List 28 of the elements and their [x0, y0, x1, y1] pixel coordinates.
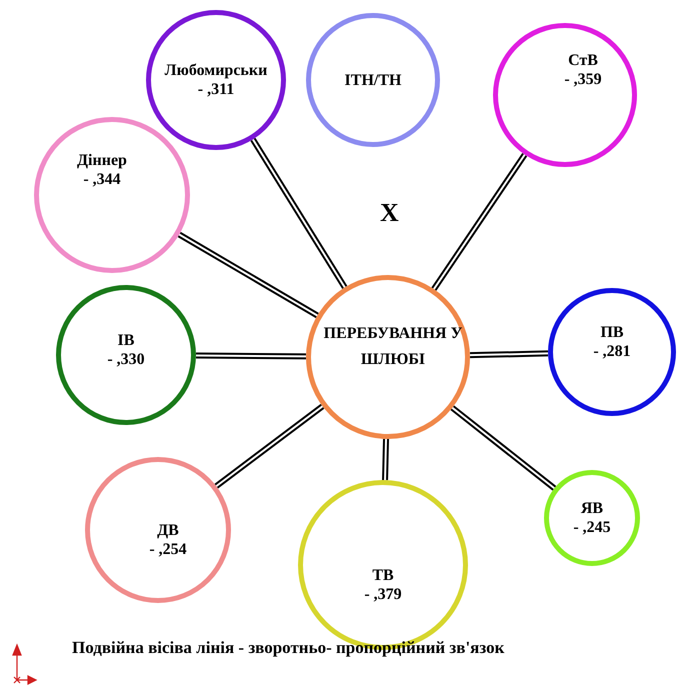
legend-note: Подвійна вісіва лінія - зворотньо- пропорційний зв'язок — [72, 638, 504, 658]
node-label: ІВ — [118, 331, 134, 350]
node-value: - ,311 — [198, 80, 234, 99]
node-value: - ,379 — [364, 585, 402, 604]
variable-label: X — [380, 198, 399, 228]
double-line-connector — [214, 404, 324, 489]
node-label: Любомирськи — [164, 61, 268, 80]
double-line-connector — [431, 152, 528, 291]
double-line-connector — [196, 352, 306, 360]
node-value: - ,281 — [593, 342, 631, 361]
double-line-connector — [178, 232, 319, 318]
double-line-connector — [470, 350, 548, 358]
node-value: - ,359 — [564, 70, 602, 89]
node-label: ДВ — [157, 521, 179, 540]
double-line-connector — [450, 405, 556, 491]
node-label: СтВ — [568, 51, 598, 70]
double-line-connector — [250, 138, 348, 289]
node-label: Діннер — [77, 151, 127, 170]
node-value: - ,330 — [107, 350, 145, 369]
node-label: ПВ — [600, 323, 624, 342]
node-value: - ,254 — [149, 540, 187, 559]
node-label: ЯВ — [580, 499, 604, 518]
node-label: ІТН/ТН — [344, 70, 402, 90]
node-label: ТВ — [372, 566, 394, 585]
node-value: - ,245 — [573, 518, 611, 537]
node-label: ПЕРЕБУВАННЯ У ШЛЮБІ — [323, 324, 463, 370]
double-line-connector — [382, 438, 390, 480]
node-value: - ,344 — [83, 170, 121, 189]
